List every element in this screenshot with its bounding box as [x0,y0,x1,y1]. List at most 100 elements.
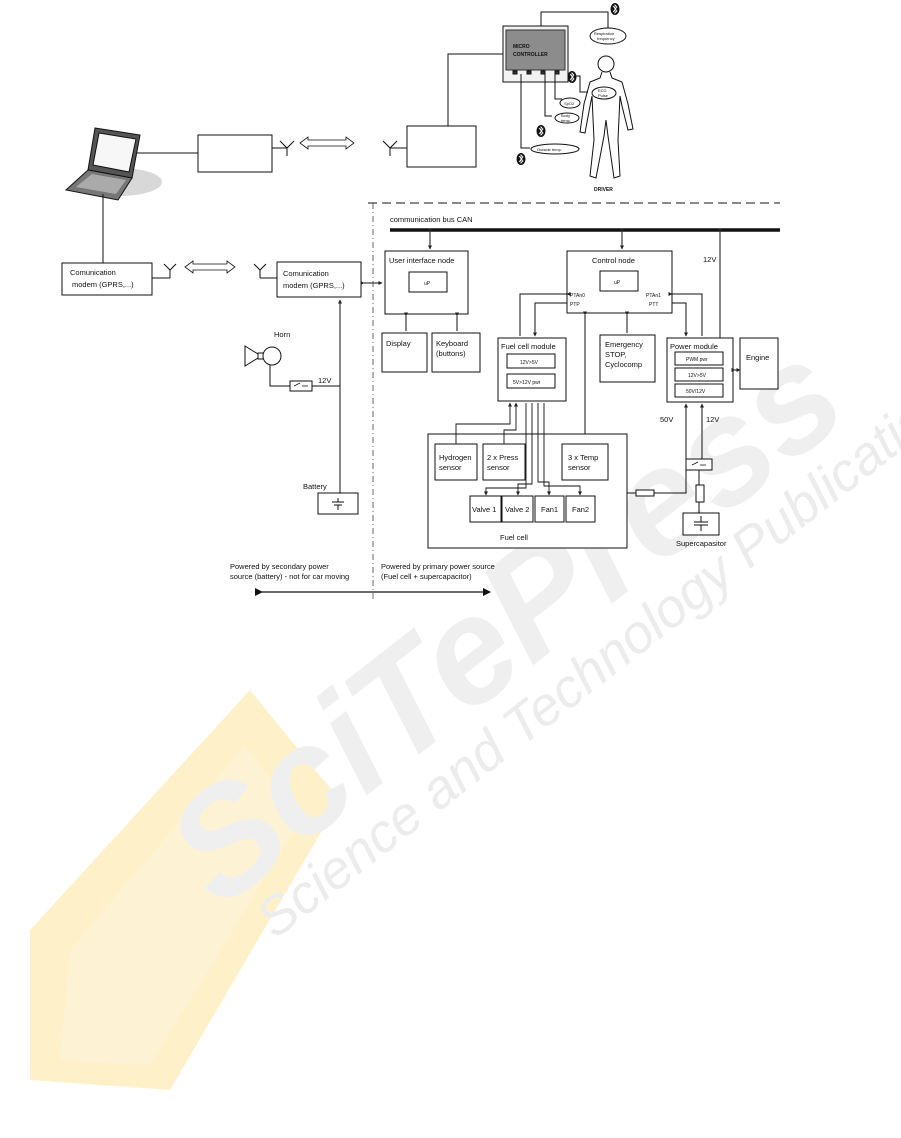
vehicle-modem-label-2: modem (GPRS,...) [283,281,345,290]
ecg-label-1: ECG [598,88,607,93]
control-node-title: Control node [592,256,635,265]
bluetooth-icon [536,125,546,137]
power-module: Power module PWM pwr 12V>5V 50V/12V [666,337,734,403]
respiration-sensor [589,27,627,45]
can-bus-label: communication bus CAN [390,215,473,224]
svg-text:Fan2: Fan2 [572,505,589,514]
fan-1 [534,495,565,523]
valve-1 [469,495,502,523]
pm-12v-label: 12V [706,415,719,424]
ecg-sensor [591,86,617,100]
svg-text:Valve 1: Valve 1 [472,505,496,514]
driver-label: DRIVER [594,187,613,193]
emergency-label-1: Emergency [605,340,643,349]
keyboard-label-1: Keyboard [436,339,468,348]
spo2-sensor [559,97,581,109]
svg-text:Valve 2: Valve 2 [505,505,529,514]
fuel-cell: Hydrogen sensor 2 x Press sensor 3 x Tem… [427,433,628,549]
engine-label: Engine [746,353,769,362]
horn-icon [244,345,282,367]
display-box [381,332,428,373]
fcm-title: Fuel cell module [501,342,556,351]
keyboard-label-2: (buttons) [436,349,466,358]
emergency-label-2: STOP, [605,350,626,359]
svg-text:Hydrogen: Hydrogen [439,453,472,462]
microcontroller-label-2: CONTROLLER [513,52,548,58]
hydrogen-sensor [434,443,478,481]
bluetooth-icon [610,3,620,15]
local-modem-box [406,125,477,168]
patient-monitor-section: MICRO CONTROLLER Respiration frequency E… [133,3,634,193]
primary-source-line-1: Powered by primary power source [381,562,495,571]
outside-temp-label: Outside temp. [537,147,562,152]
fcm-conv2: 5V>12V pwr [513,380,541,386]
engine-box [739,337,779,390]
ptt-label: PTT [649,302,658,308]
supercap-fuse [695,484,705,503]
body-temp-sensor [554,112,580,124]
human-figure-icon [579,55,634,179]
horn-switch [289,380,313,392]
supercapacitor-label: Supercapasitor [676,539,727,548]
pm-title: Power module [670,342,718,351]
body-temp-label-2: temp. [561,118,571,123]
temp-sensor [561,443,609,481]
battery-icon [317,492,359,515]
fuel-cell-label: Fuel cell [500,533,528,542]
laptop-icon [64,127,162,201]
supercapacitor-icon [682,512,720,536]
remote-communication-modem: Comunication modem (GPRS,...) [61,262,153,296]
display-label: Display [386,339,411,348]
bluetooth-icon [567,71,577,83]
control-node: Control node uP PTAn0 PTP PTAn1 PTT [566,250,673,314]
ui-node-title: User interface node [389,256,454,265]
control-node-chip: uP [614,280,621,286]
svg-text:3 x Temp: 3 x Temp [568,453,598,462]
spo2-label: SpO2 [564,101,575,106]
respiration-label-1: Respiration [594,31,614,36]
fcm-conv1: 12V>5V [520,360,539,366]
respiration-label-2: frequency [597,36,615,41]
remote-modem-label-2: modem (GPRS,...) [72,280,134,289]
horn-12v-label: 12V [318,376,331,385]
body-temp-label-1: Body [561,113,570,118]
fan-2 [565,495,596,523]
pm-50v-label: 50V [660,415,673,424]
vehicle-modem-label-1: Comunication [283,269,329,278]
ecg-label-2: Pulse [598,93,609,98]
bus-12v-label: 12V [703,255,716,264]
watermark: SciTePress Science and Technology Public… [30,308,901,1090]
svg-text:sensor: sensor [568,463,591,472]
primary-source-line-2: (Fuel cell + supercapacitor) [381,572,472,581]
ptan0-label: PTAn0 [570,293,585,299]
outside-temp-sensor [530,143,580,155]
fuel-cell-module: Fuel cell module 12V>5V 5V>12V pwr [497,337,567,402]
svg-text:2 x Press: 2 x Press [487,453,519,462]
fuse [635,489,655,497]
ui-node-chip: uP [424,281,431,287]
ptan1-label: PTAn1 [646,293,661,299]
microcontroller-label-1: MICRO [513,44,530,50]
user-interface-node: User interface node uP [384,250,469,315]
emergency-box [599,334,656,383]
secondary-source-line-1: Powered by secondary power [230,562,329,571]
pm-conv1: PWM pwr [686,357,708,363]
bluetooth-icon [516,153,526,165]
keyboard-box [431,332,481,373]
remote-link-box [197,134,273,173]
supercap-switch [685,458,713,471]
svg-text:sensor: sensor [439,463,462,472]
horn-label: Horn [274,330,290,339]
battery-label: Battery [303,482,327,491]
valve-2 [501,495,534,523]
svg-text:sensor: sensor [487,463,510,472]
svg-text:Fan1: Fan1 [541,505,558,514]
vehicle-communication-modem: Comunication modem (GPRS,...) [276,261,362,298]
ptp-label: PTP [570,302,580,308]
watermark-brand: SciTePress [136,308,872,935]
secondary-source-line-2: source (battery) - not for car moving [230,572,349,581]
remote-modem-label-1: Comunication [70,268,116,277]
press-sensor [482,443,526,481]
emergency-label-3: Cyclocomp [605,360,642,369]
